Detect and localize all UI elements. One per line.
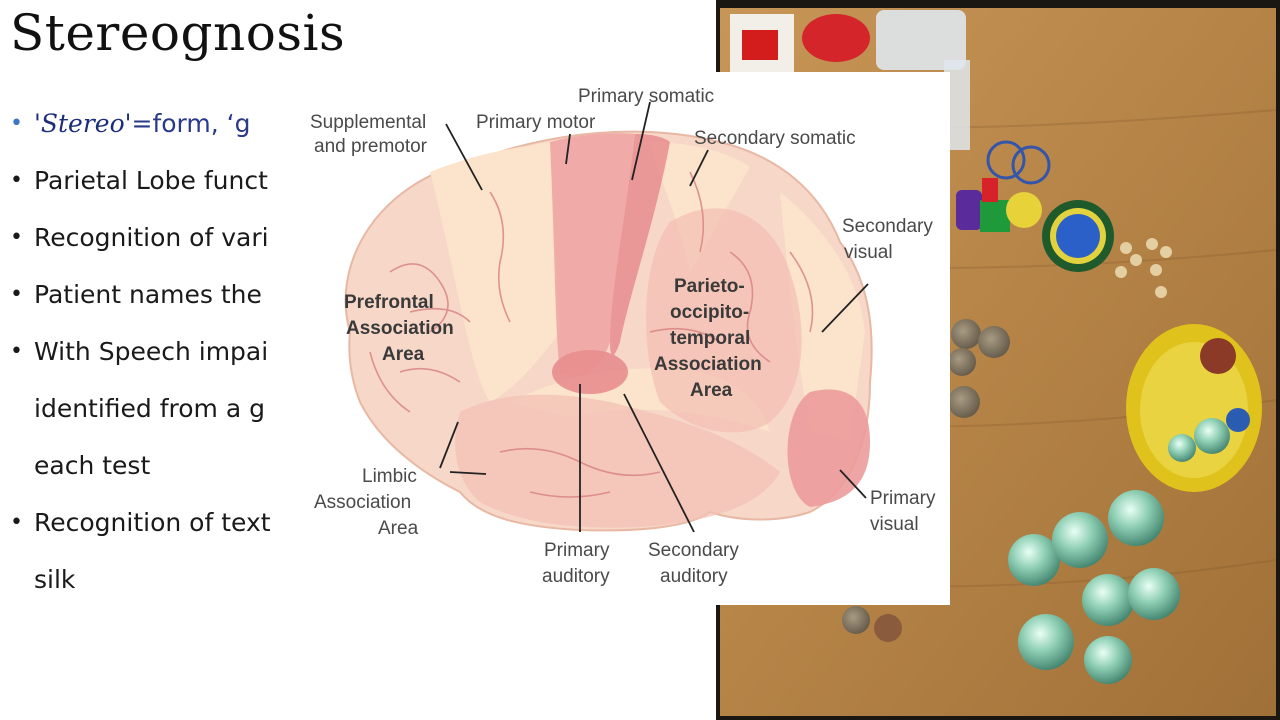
slide-title: Stereognosis [10,4,346,62]
bullet-dot-icon: • [10,225,23,250]
label-secondary-auditory: auditory [660,566,728,587]
bullet-list: • 'Stereo'=form, ‘g • Parietal Lobe func… [10,95,710,608]
label-parieto-occipito-temporal: Parieto- [674,276,745,297]
bullet-text: Parietal Lobe funct [34,166,268,195]
bullet-item: • Patient names the [10,266,710,323]
brain-diagram: Supplemental and premotor Primary motor … [310,72,950,605]
bullet-text-continued: identified from a g [34,394,265,423]
bullet-text: Recognition of text [34,508,271,537]
label-premotor: and premotor [314,136,428,157]
label-secondary-visual: visual [844,242,893,263]
bullet-item: • With Speech impai identified from a g … [10,323,710,494]
bullet-dot-icon: • [10,339,23,364]
label-primary-auditory: Primary [544,540,610,561]
label-parieto-occipito-temporal: temporal [670,328,750,349]
bullet-text: =form, ‘g [131,109,251,138]
label-parieto-occipito-temporal: Association [654,354,762,375]
label-secondary-visual: Secondary [842,216,933,237]
label-secondary-somatic: Secondary somatic [694,128,856,149]
label-primary-visual: Primary [870,488,936,509]
primary-visual-patch [787,389,870,507]
label-supplemental: Supplemental [310,112,426,133]
bullet-text: Patient names the [34,280,262,309]
bullet-text: Recognition of vari [34,223,269,252]
label-prefrontal: Prefrontal [344,292,434,313]
bullet-item: • 'Stereo'=form, ‘g [10,95,710,152]
label-prefrontal: Area [382,344,425,365]
primary-somatic-strip [610,134,670,356]
label-primary-auditory: auditory [542,566,610,587]
bullet-text-continued: silk [34,565,76,594]
label-limbic: Area [378,518,419,539]
bullet-dot-icon: • [10,111,23,136]
label-limbic: Limbic [362,466,417,487]
bullet-item: • Parietal Lobe funct [10,152,710,209]
label-parieto-occipito-temporal: occipito- [670,302,749,323]
primary-motor-strip [550,133,635,376]
label-primary-somatic: Primary somatic [578,86,714,107]
bullet-item: • Recognition of vari [10,209,710,266]
bullet-text-continued: each test [34,451,151,480]
label-limbic: Association [314,492,411,513]
bullet-dot-icon: • [10,168,23,193]
label-secondary-auditory: Secondary [648,540,739,561]
bullet-item: • Recognition of text silk [10,494,710,608]
primary-auditory-patch [552,350,628,394]
bullet-text: With Speech impai [34,337,269,366]
label-primary-motor: Primary motor [476,112,596,133]
label-primary-visual: visual [870,514,919,535]
label-prefrontal: Association [346,318,454,339]
label-parieto-occipito-temporal: Area [690,380,733,401]
bullet-dot-icon: • [10,282,23,307]
stereo-term: 'Stereo' [34,109,132,138]
bullet-dot-icon: • [10,510,23,535]
